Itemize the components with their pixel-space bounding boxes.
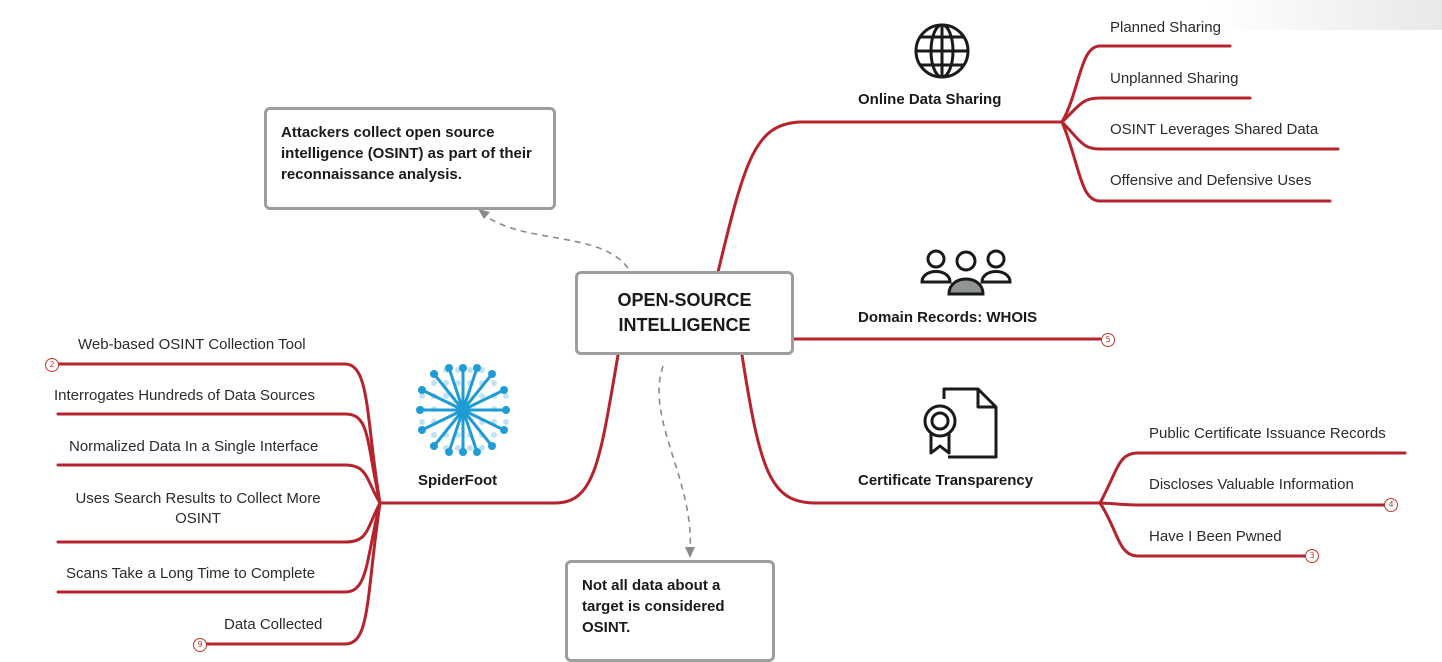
leaf-scans-long-time[interactable]: Scans Take a Long Time to Complete bbox=[66, 565, 316, 582]
globe-icon bbox=[914, 23, 970, 79]
leaf-discloses-valuable-info[interactable]: Discloses Valuable Information bbox=[1149, 476, 1354, 493]
leaf-uses-search-results[interactable]: Uses Search Results to Collect More OSIN… bbox=[75, 490, 321, 527]
topic-online-data-sharing[interactable]: Online Data Sharing bbox=[858, 91, 1002, 108]
branch-leaf-planned-sharing bbox=[1060, 44, 1232, 124]
branch-leaf-public-cert bbox=[1098, 451, 1407, 505]
branch-leaf-pwned bbox=[1098, 501, 1308, 558]
topic-certificate-transparency[interactable]: Certificate Transparency bbox=[858, 472, 1034, 489]
central-topic-label: OPEN-SOURCE INTELLIGENCE bbox=[617, 290, 752, 335]
callout-top[interactable]: Attackers collect open source intelligen… bbox=[264, 107, 556, 210]
topic-domain-records[interactable]: Domain Records: WHOIS bbox=[858, 309, 1038, 326]
count-badge-data-collected[interactable]: 9 bbox=[193, 638, 207, 652]
branch-leaf-web-based bbox=[56, 362, 382, 505]
branch-leaf-uses-search bbox=[56, 501, 382, 544]
certificate-document-icon bbox=[923, 387, 998, 459]
leaf-interrogates-sources[interactable]: Interrogates Hundreds of Data Sources bbox=[54, 387, 315, 404]
people-group-icon bbox=[920, 249, 1012, 296]
branch-online-data-sharing bbox=[716, 120, 1064, 274]
count-badge-domain-records[interactable]: 5 bbox=[1101, 333, 1115, 347]
central-topic-box[interactable]: OPEN-SOURCE INTELLIGENCE bbox=[575, 271, 794, 355]
branch-leaf-discloses bbox=[1098, 501, 1387, 507]
branch-leaf-interrogates bbox=[56, 412, 382, 505]
branch-leaf-scans bbox=[56, 501, 382, 594]
branch-leaf-data-collected bbox=[203, 501, 382, 646]
dashed-connector-bottom bbox=[658, 365, 692, 554]
count-badge-pwned[interactable]: 3 bbox=[1305, 549, 1319, 563]
arrowhead-top bbox=[478, 209, 490, 219]
leaf-public-certificate-records[interactable]: Public Certificate Issuance Records bbox=[1149, 425, 1386, 442]
spiderfoot-logo-icon bbox=[416, 364, 510, 456]
callout-bottom-text: Not all data about a target is considere… bbox=[582, 577, 725, 636]
callout-bottom[interactable]: Not all data about a target is considere… bbox=[565, 560, 775, 662]
arrowhead-bottom bbox=[685, 547, 695, 558]
leaf-osint-leverages-shared-data[interactable]: OSINT Leverages Shared Data bbox=[1110, 121, 1319, 138]
branch-leaf-unplanned-sharing bbox=[1060, 96, 1252, 124]
callout-top-text: Attackers collect open source intelligen… bbox=[281, 124, 532, 183]
count-badge-discloses[interactable]: 4 bbox=[1384, 498, 1398, 512]
leaf-unplanned-sharing[interactable]: Unplanned Sharing bbox=[1110, 70, 1239, 87]
leaf-data-collected[interactable]: Data Collected bbox=[224, 616, 323, 633]
dashed-connector-top bbox=[481, 212, 629, 269]
branch-leaf-normalized bbox=[56, 463, 382, 505]
branch-spiderfoot bbox=[378, 353, 620, 505]
branch-certificate-transparency bbox=[740, 353, 1102, 505]
topic-spiderfoot[interactable]: SpiderFoot bbox=[418, 472, 498, 489]
branch-leaf-offensive-defensive bbox=[1060, 120, 1332, 203]
corner-shade bbox=[1212, 0, 1442, 30]
leaf-offensive-defensive-uses[interactable]: Offensive and Defensive Uses bbox=[1110, 172, 1312, 189]
leaf-normalized-data[interactable]: Normalized Data In a Single Interface bbox=[69, 438, 319, 455]
count-badge-web-based[interactable]: 2 bbox=[45, 358, 59, 372]
branch-leaf-osint-leverages bbox=[1060, 120, 1340, 151]
leaf-have-i-been-pwned[interactable]: Have I Been Pwned bbox=[1149, 528, 1282, 545]
leaf-web-based-tool[interactable]: Web-based OSINT Collection Tool bbox=[78, 336, 306, 353]
leaf-planned-sharing[interactable]: Planned Sharing bbox=[1110, 19, 1221, 36]
